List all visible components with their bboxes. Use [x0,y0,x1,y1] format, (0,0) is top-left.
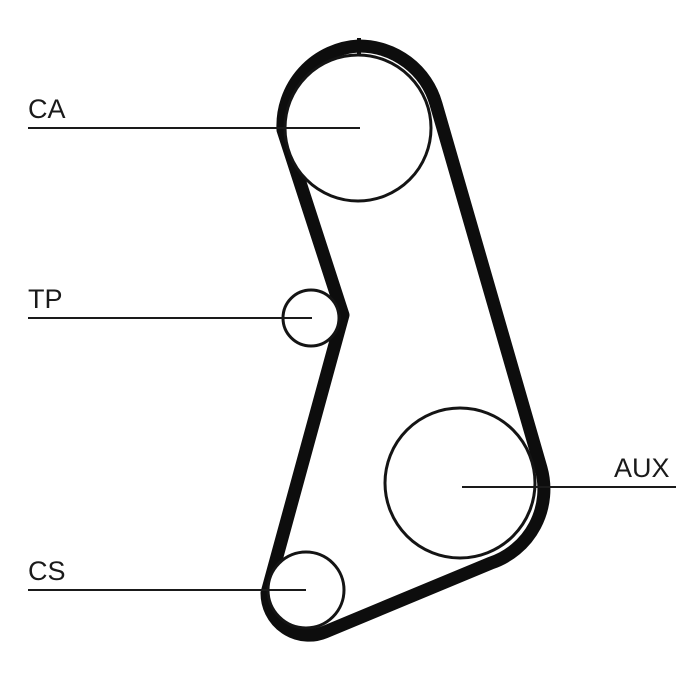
cs-label: CS [28,556,66,586]
timing-belt [260,39,551,642]
tp-label: TP [28,284,63,314]
aux-label: AUX [614,453,670,483]
ca-label: CA [28,94,66,124]
auxiliary-pulley [383,406,537,560]
